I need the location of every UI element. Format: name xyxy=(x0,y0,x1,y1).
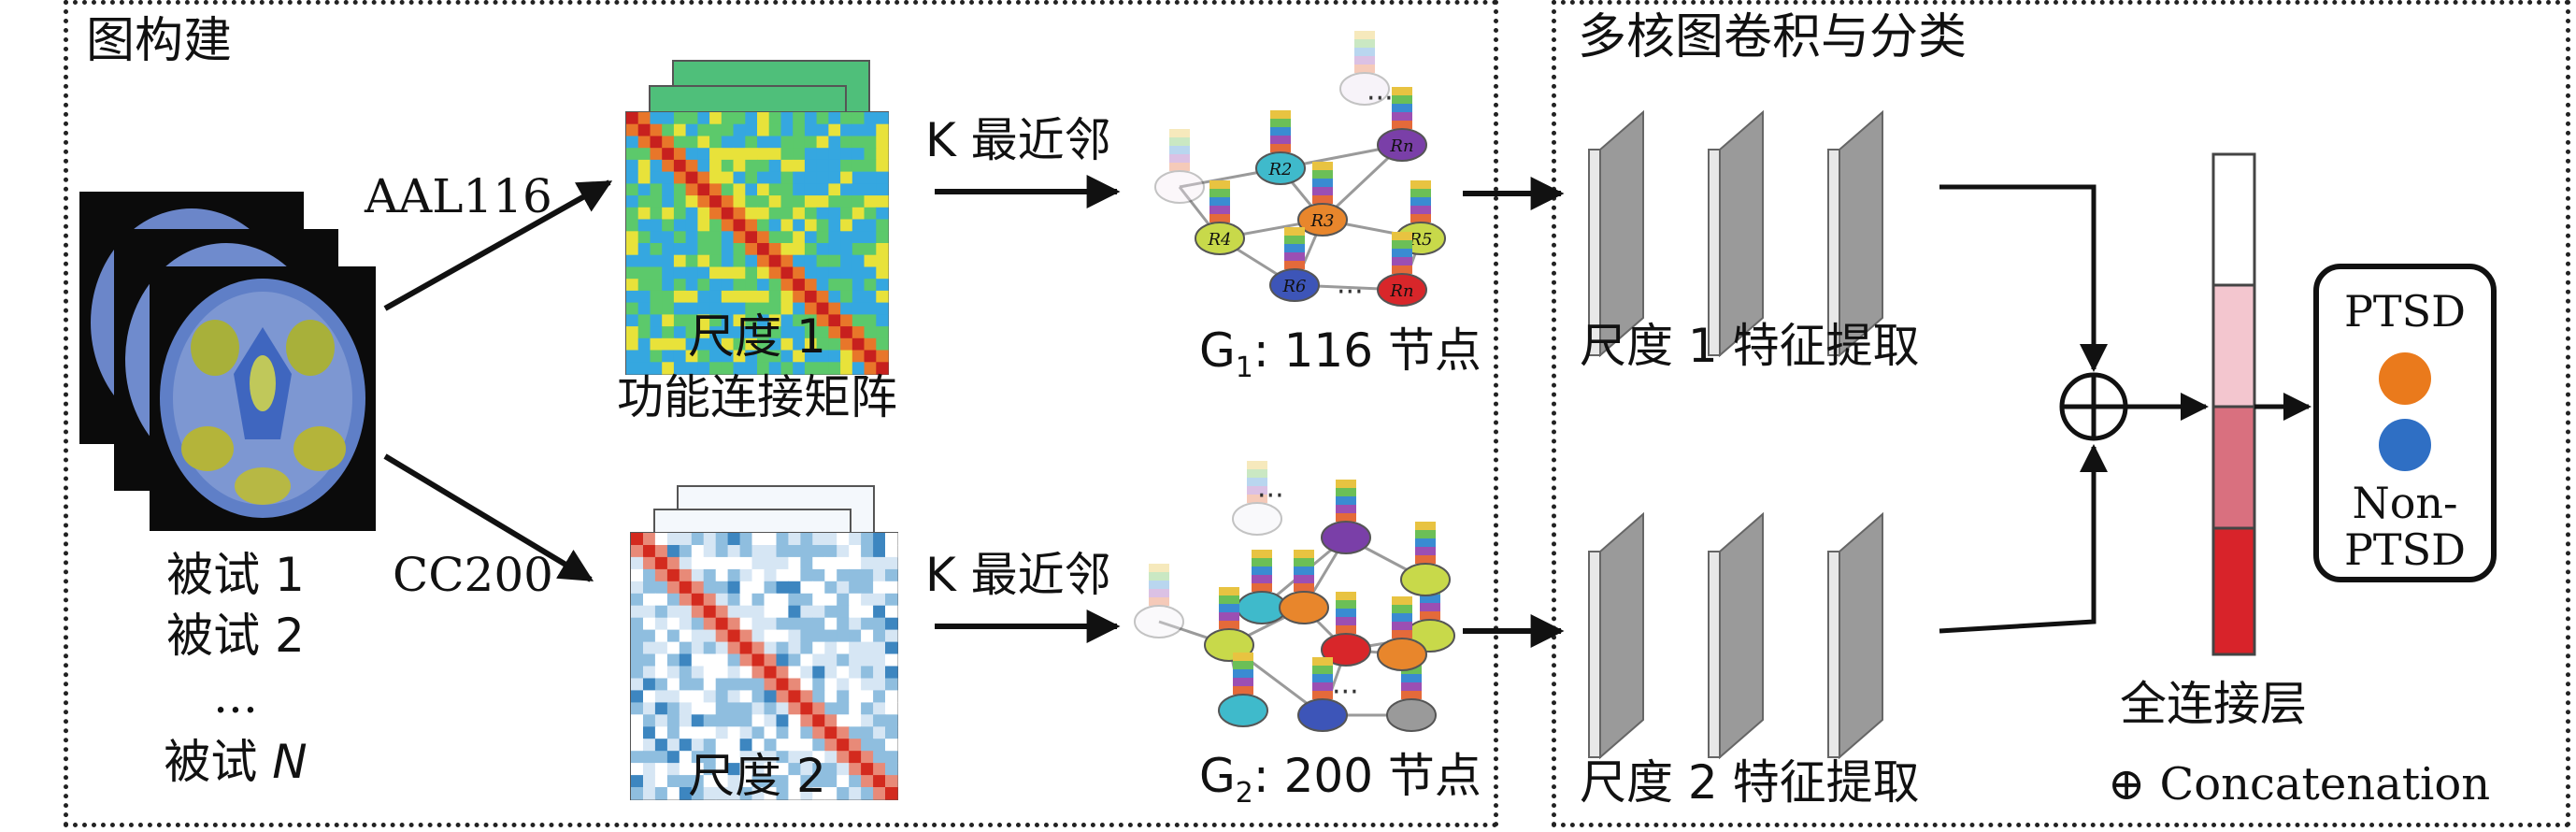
atlas-label-cc200: CC200 xyxy=(393,548,553,602)
subject-1-label: 被试 1 xyxy=(166,548,305,602)
knn-label-bottom: K 最近邻 xyxy=(925,548,1111,602)
feature-extraction-scale-1-label: 尺度 1 特征提取 xyxy=(1580,319,1920,373)
matrix-fc-label: 功能连接矩阵 xyxy=(617,370,897,424)
matrix-scale-1-label: 尺度 1 xyxy=(688,309,826,364)
subject-n-variable: N xyxy=(272,735,308,789)
feature-extraction-scale-2-label: 尺度 2 特征提取 xyxy=(1580,755,1920,810)
subject-2-label: 被试 2 xyxy=(166,609,305,663)
graph-2-label: G2: 200 节点 xyxy=(1199,749,1481,810)
graph-convolution-title: 多核图卷积与分类 xyxy=(1578,9,1968,65)
concat-legend-icon: ⊕ xyxy=(2108,758,2146,810)
graph-construction-title: 图构建 xyxy=(86,13,233,69)
class-ptsd-label: PTSD xyxy=(2343,286,2467,337)
subject-n-label: 被试 N xyxy=(164,735,308,789)
class-non-ptsd-label-2: PTSD xyxy=(2343,524,2467,575)
graph-1-label: G1: 116 节点 xyxy=(1199,323,1481,384)
graph-convolution-panel xyxy=(1552,0,2570,827)
legend-concatenation: ⊕ Concatenation xyxy=(2108,758,2491,810)
graph-construction-panel xyxy=(64,0,1498,827)
knn-label-top: K 最近邻 xyxy=(925,113,1111,167)
matrix-scale-2-label: 尺度 2 xyxy=(688,749,826,803)
subject-ellipsis: ... xyxy=(213,669,258,724)
atlas-label-aal116: AAL116 xyxy=(365,169,552,223)
fc-layer-label: 全连接层 xyxy=(2120,677,2307,731)
class-non-ptsd-label-1: Non- xyxy=(2352,478,2458,528)
